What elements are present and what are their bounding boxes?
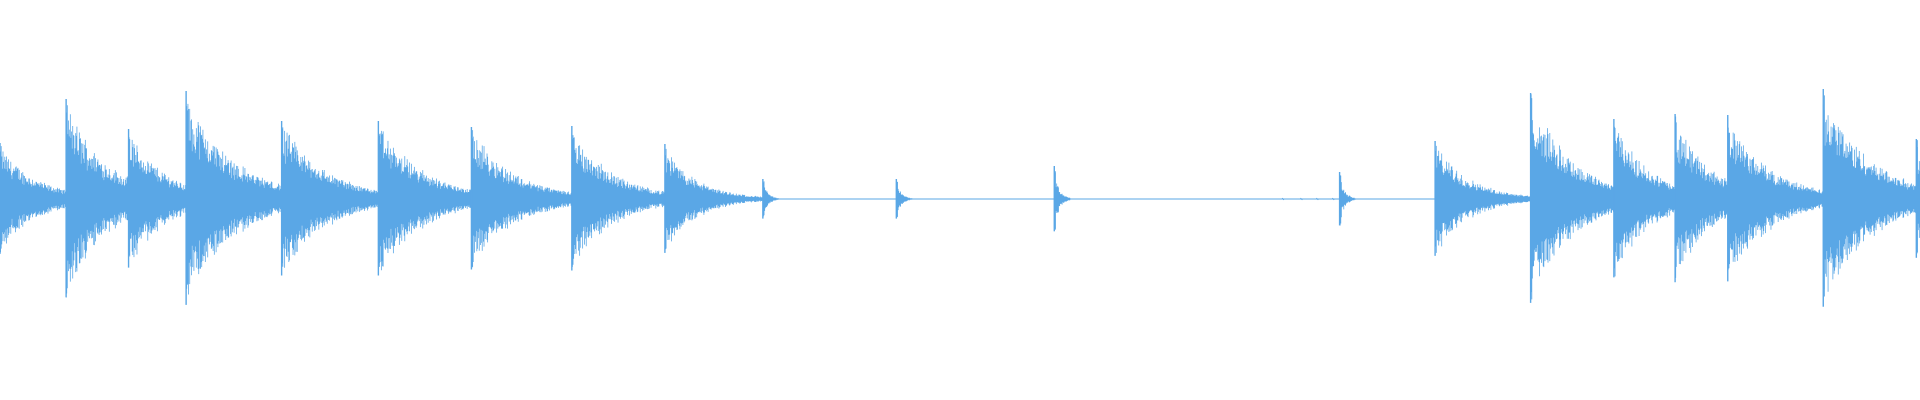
transient-19 xyxy=(1822,89,1920,307)
transient-shape xyxy=(664,148,767,250)
transient-13 xyxy=(1338,172,1356,226)
noise-blip xyxy=(1316,197,1319,201)
waveform-transients xyxy=(0,89,1920,307)
transient-shape xyxy=(1822,95,1920,306)
noise-blip xyxy=(1331,197,1335,201)
transient-shape xyxy=(895,180,913,218)
noise-blip xyxy=(1300,197,1303,201)
transient-shape xyxy=(1339,175,1356,226)
transient-14 xyxy=(1434,141,1545,256)
transient-shape xyxy=(762,181,779,218)
transient-11 xyxy=(895,179,913,219)
transient-10 xyxy=(762,179,779,219)
transient-12 xyxy=(1053,166,1071,232)
transient-shape xyxy=(1053,166,1071,230)
transient-shape xyxy=(1434,145,1545,253)
transient-9 xyxy=(664,144,767,253)
transient-20 xyxy=(1915,139,1920,258)
noise-blip xyxy=(1281,197,1285,201)
